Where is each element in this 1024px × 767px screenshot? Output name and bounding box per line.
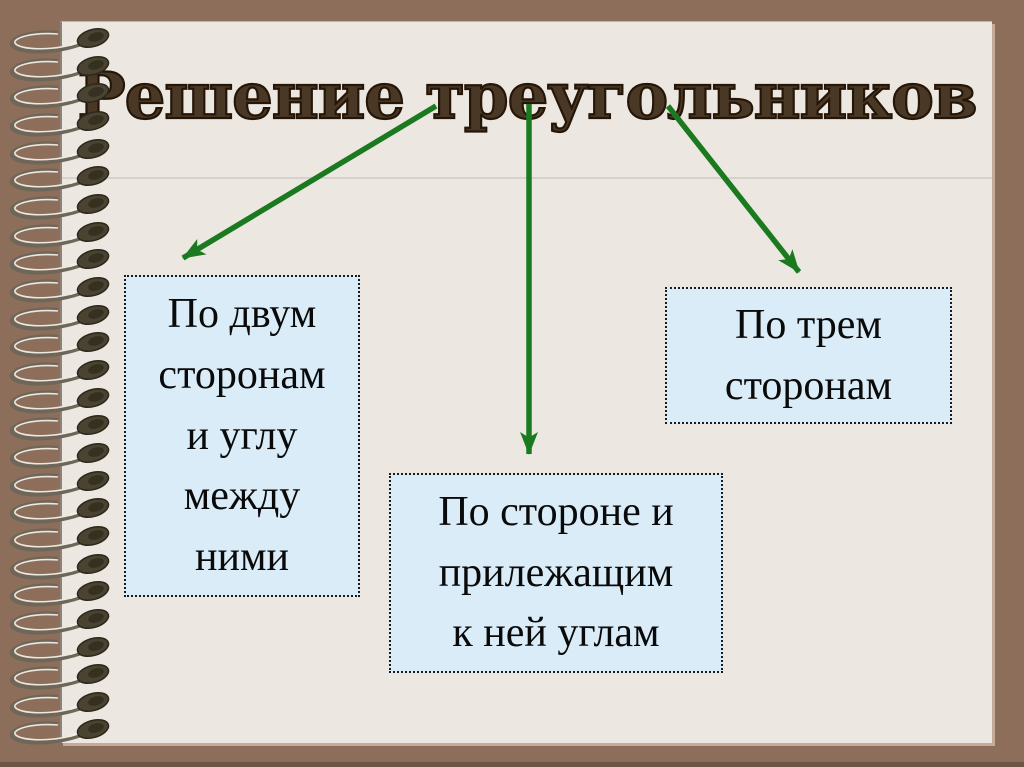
notebook-page: Решение треугольников По двум сторонам и… (60, 21, 992, 743)
spiral-coil (9, 493, 113, 524)
spiral-coil (9, 438, 113, 469)
spiral-coil (9, 659, 113, 690)
spiral-coil (9, 189, 113, 220)
spiral-coil (9, 521, 113, 552)
slide-title: Решение треугольников (76, 59, 978, 134)
spiral-coil (9, 106, 113, 137)
case-box-side-and-two-angles: По стороне и прилежащим к ней углам (389, 473, 723, 673)
spiral-coil (9, 272, 113, 303)
spiral-coil (9, 687, 113, 718)
frame-bottom-edge (0, 762, 1024, 767)
spiral-coil (9, 300, 113, 331)
spiral-coil (9, 244, 113, 275)
case-label-three-sides: По трем сторонам (724, 301, 893, 409)
spiral-coil (9, 327, 113, 358)
spiral-coil (9, 23, 113, 54)
spiral-coil (9, 576, 113, 607)
spiral-coil (9, 549, 113, 580)
spiral-coil (9, 161, 113, 192)
spiral-coil (9, 604, 113, 635)
spiral-coil (9, 410, 113, 441)
spiral-coil (9, 466, 113, 497)
spiral-coil (9, 632, 113, 663)
case-label-two-sides-and-angle: По двум сторонам и углу между ними (158, 290, 326, 581)
case-box-three-sides: По трем сторонам (665, 287, 952, 424)
spiral-coil (9, 217, 113, 248)
spiral-binding (9, 23, 113, 745)
spiral-coil (9, 51, 113, 82)
spiral-coil (9, 134, 113, 165)
case-label-side-and-two-angles: По стороне и прилежащим к ней углам (438, 488, 674, 657)
spiral-coil (9, 714, 113, 745)
title-divider (62, 177, 992, 179)
spiral-coil (9, 355, 113, 386)
spiral-coil (9, 383, 113, 414)
spiral-coil (9, 78, 113, 109)
case-box-two-sides-and-angle: По двум сторонам и углу между ними (124, 275, 360, 597)
